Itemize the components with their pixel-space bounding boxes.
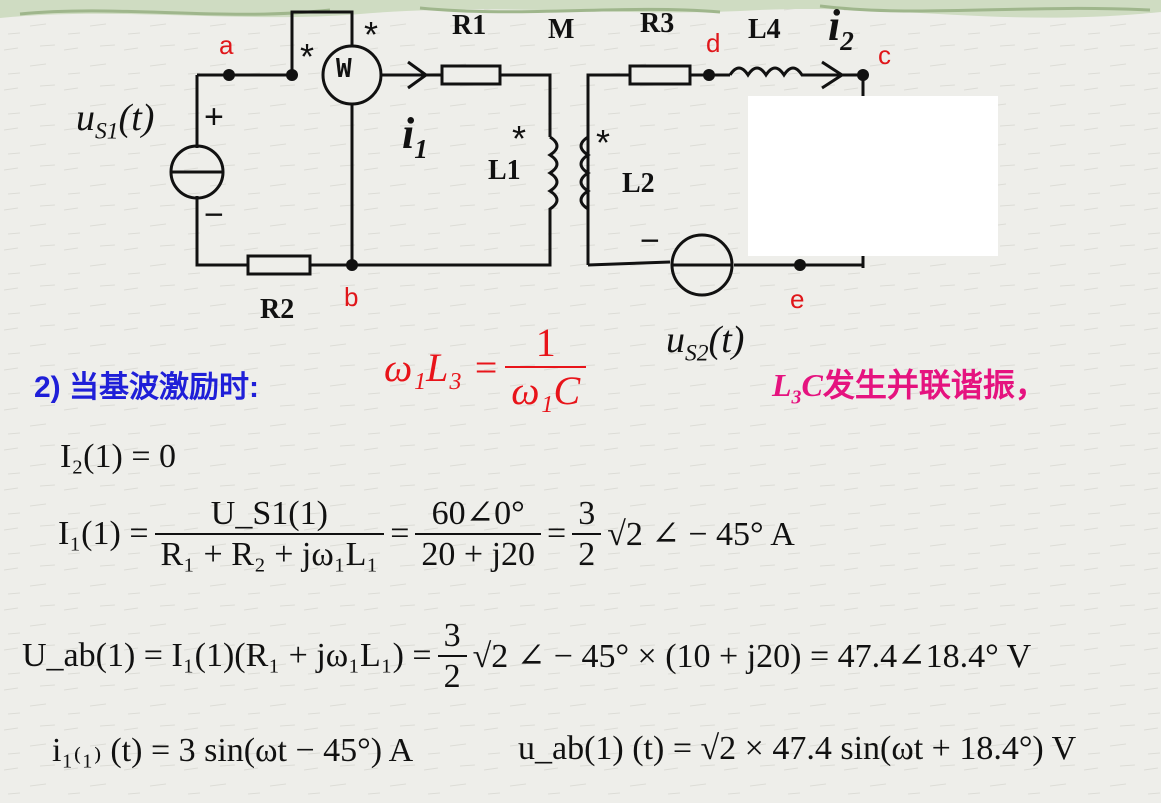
polarity-mark-1: * [300, 36, 315, 77]
current-label-i1: i1 [402, 109, 428, 164]
node-a-dot [223, 69, 235, 81]
inductor-l4-icon [728, 66, 863, 78]
resistor-r2-icon [246, 254, 312, 276]
source1-minus: − [204, 196, 224, 234]
node-label-d: d [706, 28, 721, 58]
source1-label: uS1(t) [76, 97, 155, 145]
node-junction-dot [286, 69, 298, 81]
resistor-r3-icon [628, 64, 692, 86]
label-r2: R2 [260, 294, 295, 325]
inductor-l1-icon [547, 135, 559, 215]
label-l2: L2 [622, 168, 655, 199]
current-arrow-i2-icon [821, 60, 845, 90]
current-arrow-i1-icon [407, 60, 429, 90]
polarity-mark-3: * [512, 118, 527, 159]
equation-1: I₂(1) = 0 [60, 438, 176, 475]
source2-label: uS2(t) [666, 319, 745, 367]
resonance-note: L3C发生并联谐振， [772, 367, 1047, 409]
label-l4: L4 [748, 14, 781, 45]
equation-3: U_ab(1) = I₁(1)(R₁ + jω₁L₁) = 3 2 √2 ∠ −… [22, 617, 1032, 696]
polarity-mark-4: * [596, 122, 611, 163]
polarity-mark-2: * [364, 14, 379, 55]
equation-2: I₁(1) = U_S1(1) R₁ + R₂ + jω₁L₁ = 60∠0° … [58, 495, 795, 574]
node-label-a: a [219, 30, 234, 60]
blank-panel [748, 96, 998, 256]
step-heading: 2) 当基波激励时: [34, 371, 259, 404]
current-label-i2: i2 [828, 1, 854, 56]
circuit-diagram [169, 10, 869, 297]
equation-4-right: u_ab(1) (t) = √2 × 47.4 sin(ωt + 18.4°) … [518, 730, 1077, 767]
node-e-dot [794, 259, 806, 271]
wattmeter-label: W [336, 54, 352, 84]
wattmeter-icon [321, 44, 383, 106]
label-l1: L1 [488, 155, 521, 186]
label-r3: R3 [640, 8, 675, 39]
resistor-r1-icon [440, 64, 502, 86]
label-r1: R1 [452, 10, 487, 41]
node-label-b: b [344, 282, 359, 312]
label-m: M [548, 14, 575, 45]
node-label-e: e [790, 284, 805, 314]
source1-plus: + [204, 98, 224, 136]
node-label-c: c [878, 40, 891, 70]
source2-minus: − [640, 222, 660, 260]
node-c-dot [857, 69, 869, 81]
inductor-l2-icon [579, 135, 591, 211]
node-b-dot [346, 259, 358, 271]
equation-4-left: i₁₍₁₎ (t) = 3 sin(ωt − 45°) A [52, 732, 414, 769]
node-d-dot [703, 69, 715, 81]
resonance-equation: ω₁L₃ = 1 ω₁C [384, 320, 592, 414]
